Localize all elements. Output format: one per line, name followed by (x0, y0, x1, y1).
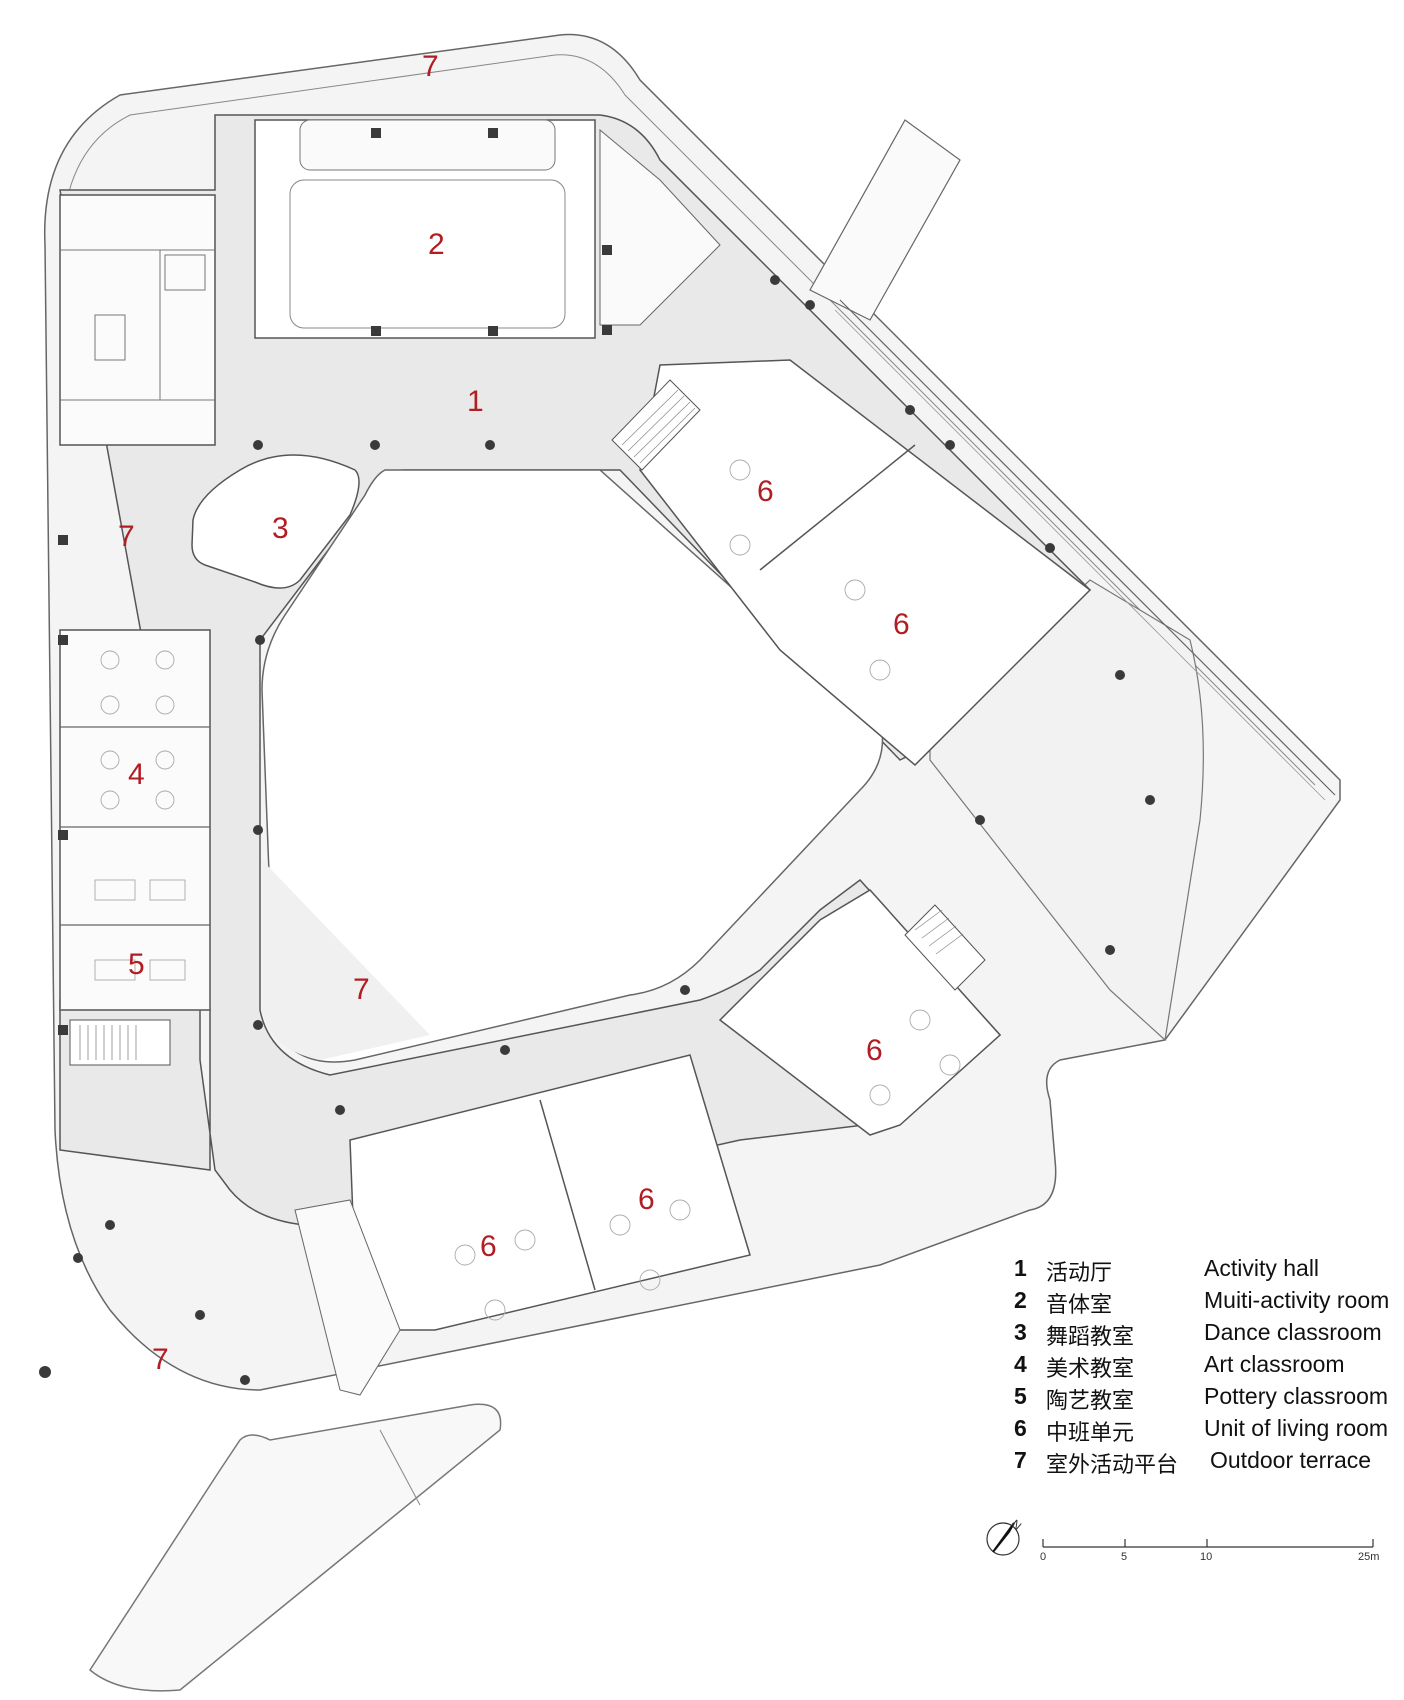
scale-tick-0: 0 (1040, 1551, 1047, 1563)
legend-english-label: Pottery classroom (1204, 1383, 1389, 1409)
ne-unit-divider (759, 444, 916, 571)
east-outdoor-area (929, 579, 1204, 1042)
west-wing (59, 629, 211, 1011)
legend: 1 活动厅 Activity hall 2 音体室 Muiti-activity… (1014, 1255, 1404, 1479)
ne-service (599, 128, 721, 326)
room-label-7-west: 7 (118, 520, 135, 553)
legend-row-2: 2 音体室 Muiti-activity room (1014, 1287, 1404, 1319)
room-label-7-courtyard: 7 (353, 973, 370, 1006)
stair-west-bottom (69, 1019, 171, 1066)
legend-english-label: Outdoor terrace (1210, 1447, 1372, 1473)
legend-english-label: Unit of living room (1204, 1415, 1389, 1441)
room-label-6-ne-top: 6 (757, 475, 774, 508)
east-platform (809, 119, 961, 321)
se-classroom-unit (718, 889, 1002, 1136)
legend-number: 4 (1014, 1351, 1027, 1377)
legend-row-5: 5 陶艺教室 Pottery classroom (1014, 1383, 1404, 1415)
room-label-6-south-right: 6 (638, 1183, 655, 1216)
legend-number: 6 (1014, 1415, 1027, 1441)
east-rail (839, 299, 1336, 796)
legend-english-label: Art classroom (1204, 1351, 1345, 1377)
stair-se (904, 904, 986, 991)
legend-english-label: Dance classroom (1204, 1319, 1382, 1345)
legend-row-7: 7 室外活动平台 Outdoor terrace (1014, 1447, 1404, 1479)
room-3-dance (191, 454, 360, 589)
room-label-7-south: 7 (152, 1343, 169, 1376)
legend-row-1: 1 活动厅 Activity hall (1014, 1255, 1404, 1287)
courtyard-lawn (262, 860, 430, 1060)
room-label-5: 5 (128, 948, 145, 981)
columns (39, 128, 1155, 1385)
legend-number: 2 (1014, 1287, 1027, 1313)
legend-chinese-label: 活动厅 (1046, 1261, 1113, 1286)
legend-row-4: 4 美术教室 Art classroom (1014, 1351, 1404, 1383)
room-label-2: 2 (428, 228, 445, 261)
room-label-6-ne-bottom: 6 (893, 608, 910, 641)
legend-chinese-label: 中班单元 (1046, 1421, 1135, 1446)
south-annex (294, 1199, 401, 1396)
service-block (59, 194, 216, 446)
legend-english-label: Muiti-activity room (1204, 1287, 1390, 1313)
central-courtyard (261, 469, 884, 1063)
room-2-floor (289, 179, 566, 329)
legend-chinese-label: 音体室 (1046, 1293, 1113, 1318)
scale-bar (1042, 1539, 1374, 1548)
legend-chinese-label: 陶艺教室 (1046, 1389, 1135, 1414)
south-unit-divider (539, 1099, 596, 1291)
legend-number: 1 (1014, 1255, 1027, 1281)
legend-number: 3 (1014, 1319, 1027, 1345)
furniture (94, 459, 961, 1321)
bottom-ramp-line (379, 1429, 421, 1506)
room-label-6-se: 6 (866, 1034, 883, 1067)
legend-chinese-label: 美术教室 (1046, 1357, 1135, 1382)
room-label-6-south-left: 6 (480, 1230, 497, 1263)
scale-tick-25m: 25m (1358, 1551, 1380, 1563)
legend-chinese-label: 室外活动平台 (1046, 1453, 1179, 1478)
legend-english-label: Activity hall (1204, 1255, 1320, 1281)
bottom-ramp (89, 1403, 502, 1692)
room-label-3: 3 (272, 512, 289, 545)
scale-tick-10: 10 (1200, 1551, 1213, 1563)
legend-row-3: 3 舞蹈教室 Dance classroom (1014, 1319, 1404, 1351)
scale-tick-5: 5 (1121, 1551, 1128, 1563)
service-partitions (60, 249, 215, 401)
room-2-stage (299, 119, 556, 171)
legend-number: 5 (1014, 1383, 1027, 1409)
ne-classroom-units (639, 359, 1092, 767)
legend-chinese-label: 舞蹈教室 (1046, 1325, 1135, 1350)
legend-row-6: 6 中班单元 Unit of living room (1014, 1415, 1404, 1447)
west-wing-partitions (60, 726, 210, 1011)
north-arrow (986, 1522, 1020, 1556)
room-label-1: 1 (467, 385, 484, 418)
legend-number: 7 (1014, 1447, 1027, 1473)
room-label-7-north: 7 (422, 50, 439, 83)
east-rail-2 (834, 309, 1326, 801)
stair-ne (611, 379, 701, 471)
room-label-4: 4 (128, 758, 145, 791)
